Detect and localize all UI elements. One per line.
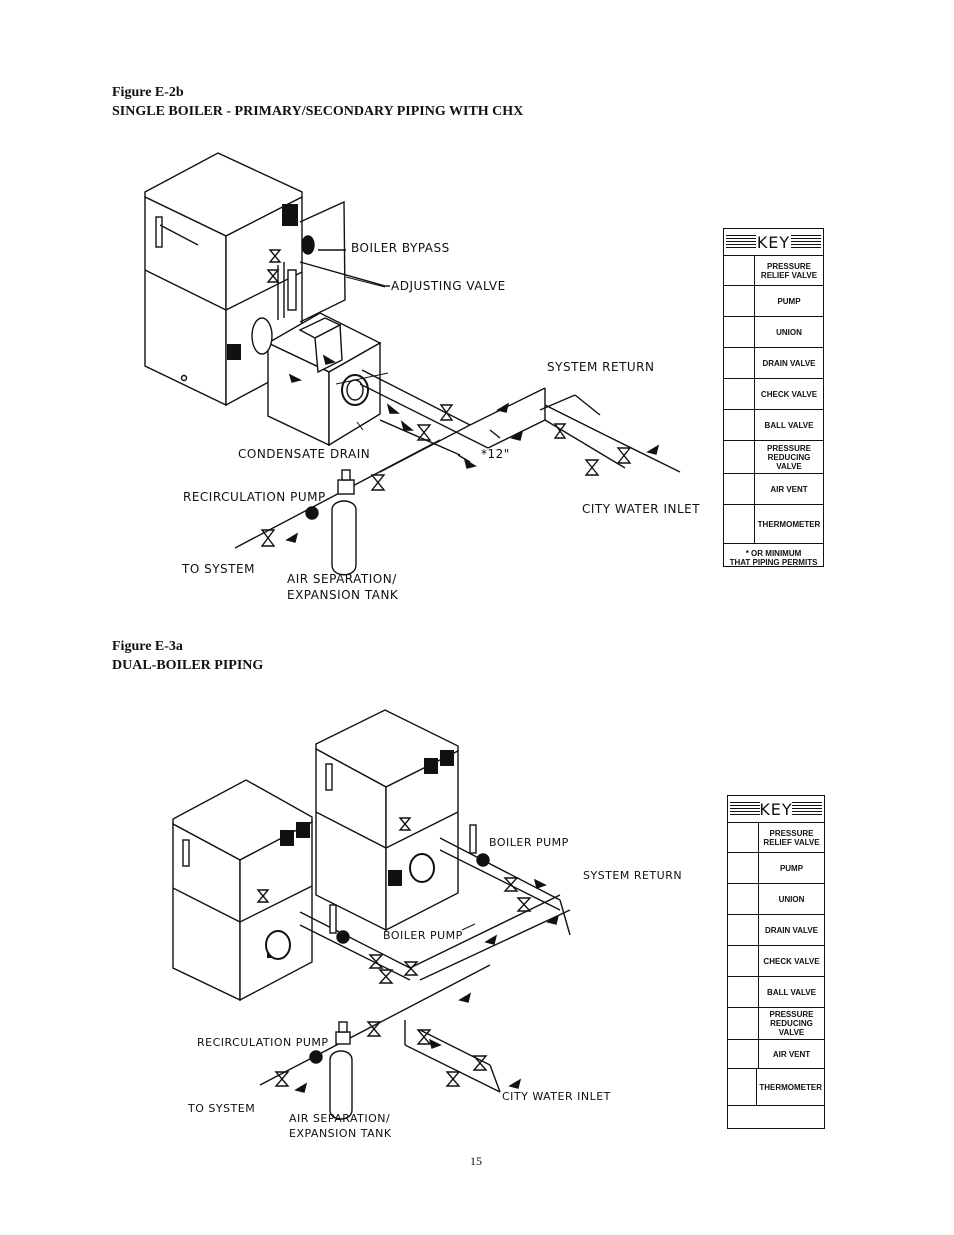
label-expansion-tank: EXPANSION TANK [287,588,399,602]
page-number: 15 [470,1154,482,1168]
key-item: PUMP [728,853,824,884]
key-item: CHECK VALVE [724,379,823,410]
key-title: KEY [756,232,791,252]
label-to-system: TO SYSTEM [182,562,255,576]
key-empty-row [728,1106,824,1135]
label-condensate-drain: CONDENSATE DRAIN [238,447,371,461]
dual-boiler-piping [256,817,571,1120]
key-item-label: PRESSURE [766,443,811,453]
key-item-label: BALL VALVE [767,987,816,997]
figure-e2b-subtitle: SINGLE BOILER - PRIMARY/SECONDARY PIPING… [112,104,524,119]
key-header: KEY [728,796,824,823]
chx-heat-exchanger [251,312,382,447]
boiler-cabinet-front [172,779,313,1002]
key-item-label: BALL VALVE [764,420,814,430]
label-air-separation: AIR SEPARATION/ [287,572,397,586]
key-item: CHECK VALVE [728,946,824,977]
key-note-line: THAT PIPING PERMITS [729,558,818,567]
key-item: UNION [728,884,824,915]
key-item-label: RELIEF VALVE [760,270,818,280]
key-item-label: REDUCING VALVE [770,1019,813,1037]
label-city-water-inlet: CITY WATER INLET [582,502,701,516]
key-item-label: PRESSURE [769,1010,814,1019]
label-system-return: SYSTEM RETURN [547,360,655,374]
key-item-label: CHECK VALVE [760,389,818,399]
key-item: THERMOMETER [728,1069,824,1106]
bypass-piping [266,200,390,323]
key-item-label: AIR VENT [770,484,808,494]
key-item-label: PRESSURE [766,261,811,271]
primary-secondary-piping [234,369,681,576]
key-item-label: THERMOMETER [759,1082,822,1092]
key-header: KEY [724,229,823,256]
key-item-label: UNION [776,327,802,337]
key-item-label: PUMP [779,863,804,873]
key-item: UNION [724,317,823,348]
key-item: PUMP [724,286,823,317]
label-boiler-bypass: BOILER BYPASS [351,241,450,255]
label-system-return-2: SYSTEM RETURN [583,869,683,882]
label-city-water-inlet-2: CITY WATER INLET [502,1090,611,1103]
key-item-label: DRAIN VALVE [762,358,816,368]
key-item-label: RELIEF VALVE [763,837,820,847]
key-item-label: PUMP [777,296,801,306]
label-twelve-inches: *12" [481,447,510,461]
key-item: AIR VENT [724,474,823,505]
key-note-line: * OR MINIMUM [745,549,802,558]
label-expansion-tank-2: EXPANSION TANK [289,1127,392,1140]
key-item-label: AIR VENT [772,1049,811,1059]
boiler-cabinet-back [315,709,459,932]
figure-e3a-subtitle: DUAL-BOILER PIPING [112,658,264,673]
key-item: AIR VENT [728,1040,824,1069]
key-item: DRAIN VALVE [724,348,823,379]
label-to-system-2: TO SYSTEM [188,1102,256,1115]
figure-e2b-title: Figure E-2b [112,85,184,100]
label-boiler-pump-top: BOILER PUMP [489,836,569,849]
key-item: BALL VALVE [724,410,823,441]
key-item: BALL VALVE [728,977,824,1008]
flow-arrows-2 [294,878,560,1093]
key-item-label: CHECK VALVE [763,956,820,966]
label-recirculation-pump-2: RECIRCULATION PUMP [197,1036,329,1049]
figure-e3a-title: Figure E-3a [112,639,183,654]
key-item-label: PRESSURE [769,828,814,838]
flow-arrows-1 [285,354,660,543]
key-title: KEY [759,799,793,819]
key-item-label: THERMOMETER [757,519,821,529]
key-item-label: UNION [778,894,805,904]
key-item: THERMOMETER [724,505,823,544]
label-air-separation-2: AIR SEPARATION/ [289,1112,391,1125]
label-recirculation-pump: RECIRCULATION PUMP [183,490,326,504]
key-item-label: REDUCING VALVE [767,452,811,471]
key-item-label: DRAIN VALVE [764,925,819,935]
label-boiler-pump-mid: BOILER PUMP [383,929,463,942]
key-item: DRAIN VALVE [728,915,824,946]
label-adjusting-valve: ADJUSTING VALVE [391,279,506,293]
